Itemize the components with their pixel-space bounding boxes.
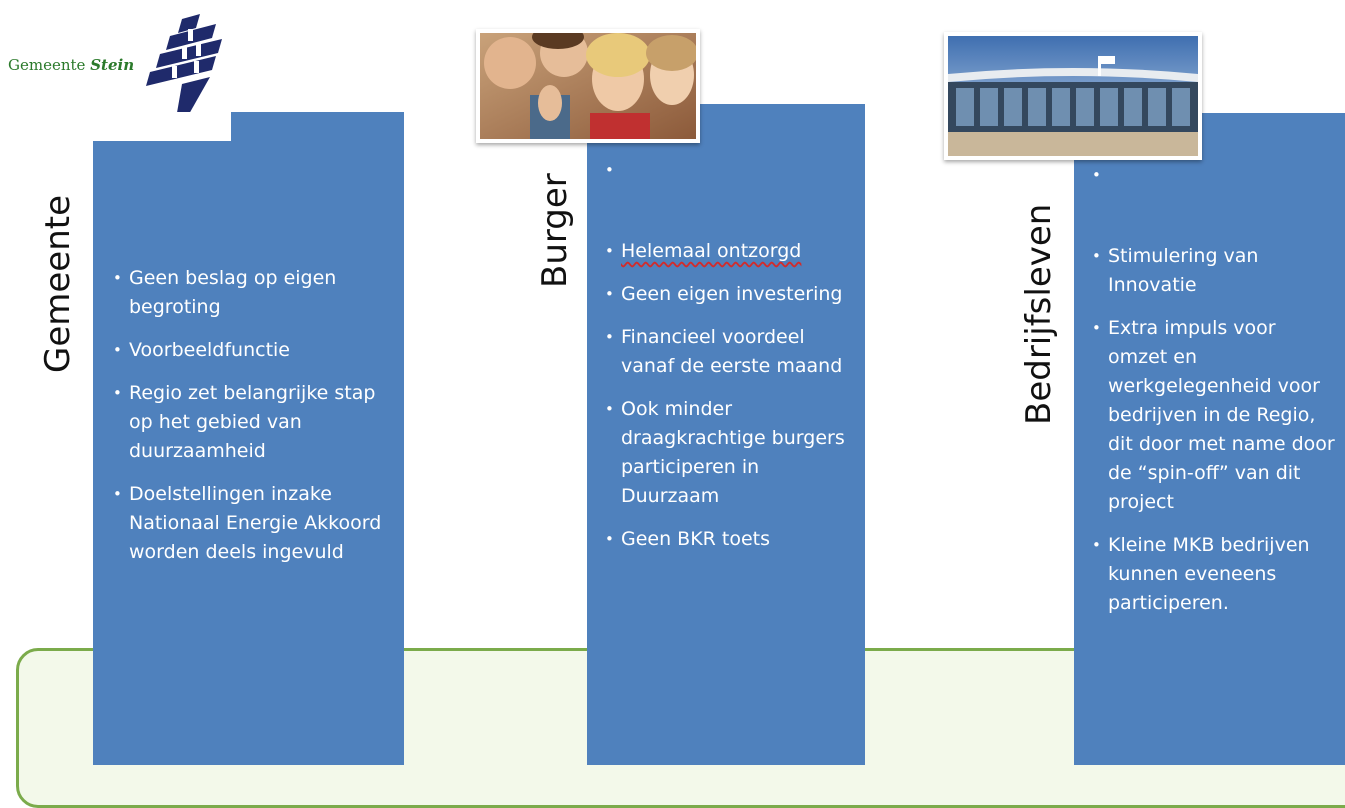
gemeente-panel: Geen beslag op eigen begroting Voorbeeld… [93, 112, 404, 765]
list-item [1092, 161, 1337, 190]
list-item: Kleine MKB bedrijven kunnen eveneens par… [1092, 531, 1337, 618]
list-item: Extra impuls voor omzet en werkgelegenhe… [1092, 314, 1337, 517]
people-photo-icon [480, 25, 698, 139]
logo-name: Stein [90, 56, 135, 74]
burger-panel: Helemaal ontzorgd Geen eigen investering… [587, 104, 865, 765]
list-item: Regio zet belangrijke stap op het gebied… [113, 379, 383, 466]
building-photo [944, 32, 1202, 160]
list-item [605, 156, 855, 185]
burger-bullet-list: Helemaal ontzorgd Geen eigen investering… [605, 156, 855, 568]
gemeente-bullet-list: Geen beslag op eigen begroting Voorbeeld… [113, 264, 383, 581]
bedrijfsleven-bullet-list: Stimulering van Innovatie Extra impuls v… [1092, 161, 1337, 632]
list-item: Stimulering van Innovatie [1092, 242, 1337, 300]
list-item-text: Helemaal ontzorgd [621, 240, 802, 262]
list-item: Doelstellingen inzake Nationaal Energie … [113, 480, 383, 567]
list-item: Voorbeeldfunctie [113, 336, 383, 365]
list-item: Helemaal ontzorgd [605, 237, 855, 266]
list-item: Geen beslag op eigen begroting [113, 264, 383, 322]
gemeente-stein-logo-text: Gemeente Stein [8, 56, 134, 74]
bedrijfsleven-panel: Stimulering van Innovatie Extra impuls v… [1074, 113, 1345, 765]
list-item: Geen eigen investering [605, 280, 855, 309]
list-item: Ook minder draagkrachtige burgers partic… [605, 395, 855, 511]
gemeente-title: Gemeente [38, 194, 78, 373]
building-photo-icon [948, 36, 1198, 156]
list-item: Geen BKR toets [605, 525, 855, 554]
burger-title: Burger [535, 173, 575, 288]
logo-prefix: Gemeente [8, 56, 86, 74]
bedrijfsleven-title: Bedrijfsleven [1019, 203, 1059, 425]
list-item: Financieel voordeel vanaf de eerste maan… [605, 323, 855, 381]
people-photo [476, 25, 700, 143]
